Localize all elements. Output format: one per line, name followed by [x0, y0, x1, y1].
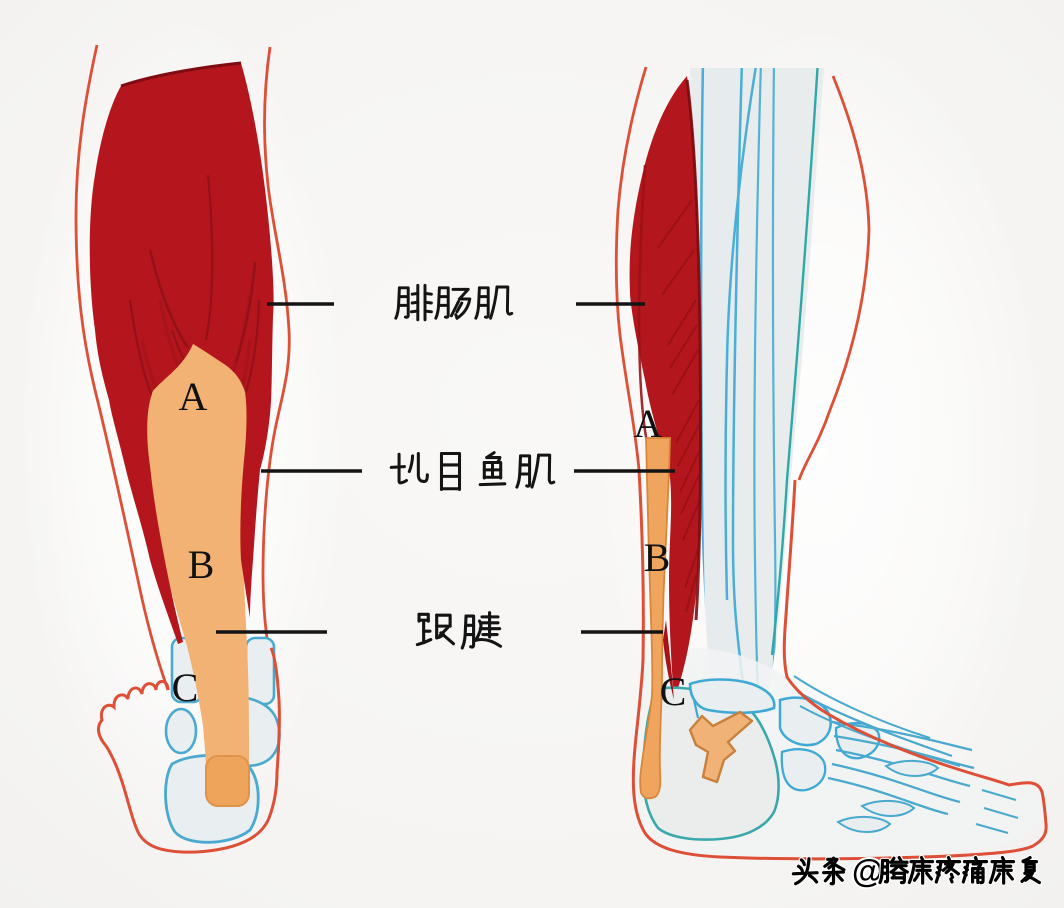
svg-text:A: A — [634, 401, 663, 446]
svg-text:C: C — [172, 665, 199, 710]
svg-text:B: B — [644, 535, 671, 580]
svg-text:A: A — [179, 374, 208, 419]
svg-text:C: C — [660, 669, 687, 714]
svg-text:B: B — [188, 542, 215, 587]
